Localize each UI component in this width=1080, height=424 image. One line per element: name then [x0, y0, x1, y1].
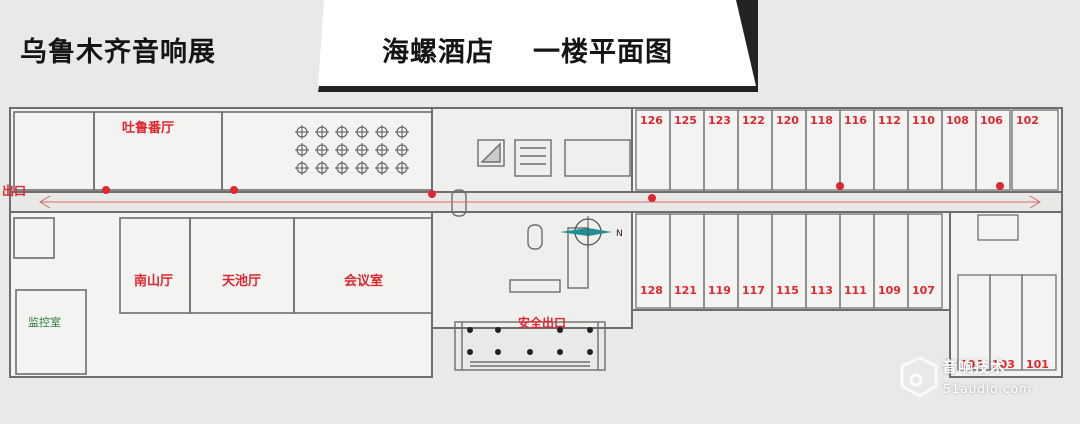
exit-label: 出口 — [2, 183, 26, 198]
room-number: 115 — [776, 284, 799, 297]
room-number: 107 — [912, 284, 935, 297]
room-number: 111 — [844, 284, 867, 297]
watermark-logo-icon — [900, 356, 938, 398]
room-number: 117 — [742, 284, 765, 297]
floor-title: 一楼平面图 — [533, 37, 673, 68]
portico-columns — [467, 327, 593, 355]
room-number: 120 — [776, 114, 799, 127]
compass-icon — [560, 216, 612, 248]
room-number: 125 — [674, 114, 697, 127]
lobby — [451, 139, 631, 371]
header-band — [318, 0, 758, 92]
banquet-seating — [295, 125, 409, 175]
room-number: 109 — [878, 284, 901, 297]
room-number: 119 — [708, 284, 731, 297]
room-number: 113 — [810, 284, 833, 297]
evacuation-route — [39, 195, 1041, 209]
room-number: 110 — [912, 114, 935, 127]
watermark-url: 51audio.com — [943, 382, 1032, 396]
room-number: 118 — [810, 114, 833, 127]
room-number: 103 — [992, 358, 1015, 371]
room-nanshan: 南山厅 — [134, 273, 173, 289]
room-monitor: 监控室 — [28, 315, 61, 329]
room-number: 105 — [960, 358, 983, 371]
room-number: 101 — [1026, 358, 1049, 371]
room-tulufan: 吐鲁番厅 — [122, 120, 174, 136]
room-tianchi: 天池厅 — [222, 273, 261, 289]
room-number: 112 — [878, 114, 901, 127]
room-number: 106 — [980, 114, 1003, 127]
room-number: 108 — [946, 114, 969, 127]
exit-markers — [102, 182, 1004, 202]
room-number: 128 — [640, 284, 663, 297]
room-number: 126 — [640, 114, 663, 127]
watermark-name: 音响技术 — [942, 358, 1007, 376]
room-number: 116 — [844, 114, 867, 127]
room-number: 102 — [1016, 114, 1039, 127]
room-number: 122 — [742, 114, 765, 127]
hotel-name: 海螺酒店 — [382, 37, 494, 68]
room-number: 121 — [674, 284, 697, 297]
north-label: N — [616, 229, 623, 239]
exhibition-title: 乌鲁木齐音响展 — [20, 37, 216, 68]
room-number: 123 — [708, 114, 731, 127]
room-meeting: 会议室 — [344, 273, 383, 289]
safety-exit-label: 安全出口 — [518, 315, 566, 330]
